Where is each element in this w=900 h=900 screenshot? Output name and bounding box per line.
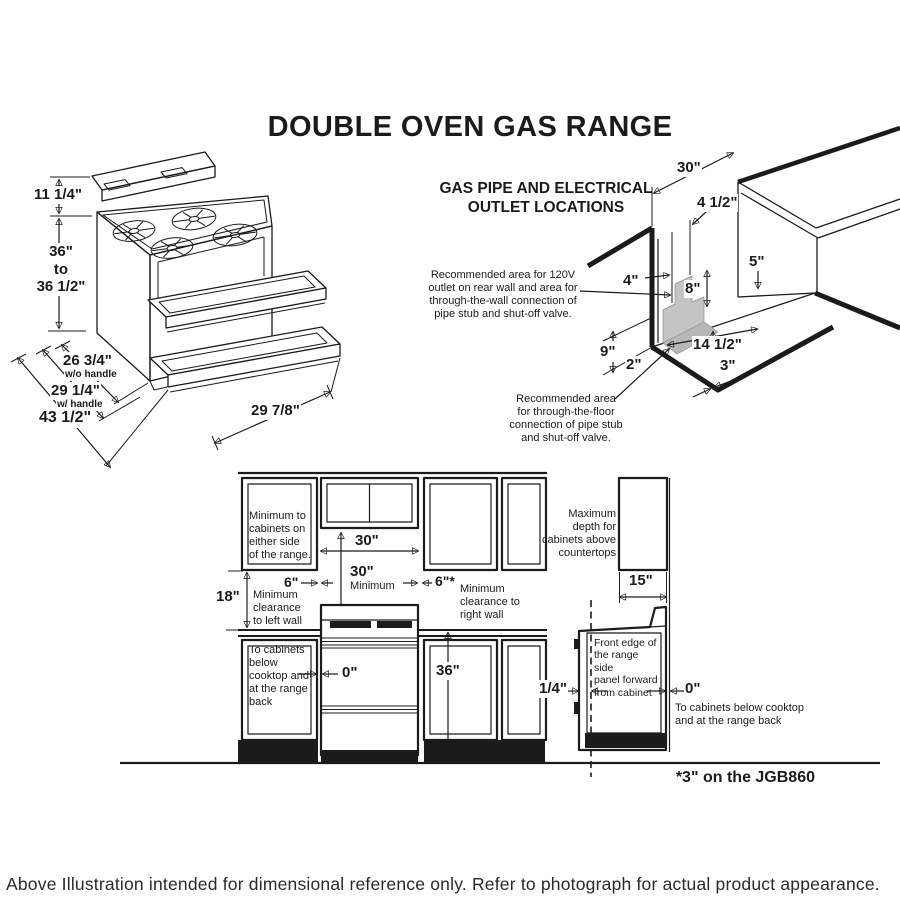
gas-diagram-title: GAS PIPE AND ELECTRICAL OUTLET LOCATIONS — [439, 180, 653, 217]
dim-right-gap: 5" — [748, 253, 766, 271]
side-elevation-drawing — [567, 476, 685, 777]
dim-door-width: 29 7/8" — [250, 402, 301, 420]
recommended-wall-area — [662, 275, 705, 344]
dim-cooktop-height: 36" to 36 1/2" — [26, 243, 96, 297]
range-front-view — [319, 603, 420, 757]
dim-depth-with-handle: 29 1/4" — [50, 382, 101, 400]
gas-outlet-note: Recommended area for 120V outlet on rear… — [428, 269, 578, 320]
fe-dim-min-width: 30" — [349, 563, 375, 581]
dim-backguard-height: 11 1/4" — [24, 186, 92, 204]
sv-note-front-edge: Front edge of the range side panel forwa… — [594, 637, 658, 699]
sv-note-below-back: To cabinets below cooktop and at the ran… — [675, 702, 805, 727]
front-elevation-drawing — [226, 471, 548, 763]
sv-dim-zero: 0" — [684, 680, 702, 698]
dim-outlet-offset: 4 1/2" — [696, 194, 739, 212]
fe-dim-right-clearance: 6"* — [434, 573, 456, 590]
page-title: DOUBLE OVEN GAS RANGE — [267, 111, 673, 143]
fe-note-either-side: Minimum to cabinets on either side of th… — [249, 510, 311, 561]
dim-floor-depth: 9" — [599, 343, 617, 361]
dim-outlet-left: 4" — [622, 272, 640, 290]
fe-dim-counter-height: 36" — [435, 662, 461, 680]
fe-note-below-cooktop: To cabinets below cooktop and at the ran… — [249, 644, 309, 708]
fe-note-right-wall: Minimum clearance to right wall — [460, 583, 520, 621]
fe-dim-min-width-note: Minimum — [349, 580, 396, 593]
fe-dim-wall-height: 18" — [215, 588, 241, 606]
dim-floor-right: 3" — [719, 357, 737, 375]
note-without-handle: w/o handle — [64, 369, 118, 381]
burner-grate — [112, 207, 258, 259]
dim-outlet-height: 8" — [684, 280, 702, 298]
sv-dim-front-edge: 1/4" — [538, 680, 568, 698]
fe-dim-left-clearance: 6" — [283, 574, 300, 591]
footnote: *3" on the JGB860 — [675, 769, 815, 786]
dim-floor-width: 14 1/2" — [692, 336, 743, 354]
gas-floor-note: Recommended area for through-the-floor c… — [509, 393, 623, 444]
dim-depth-door-open: 43 1/2" — [38, 409, 93, 428]
dim-depth-without-handle: 26 3/4" — [62, 352, 113, 370]
sv-note-max-depth: Maximum depth for cabinets above counter… — [542, 508, 616, 559]
dim-wall-width: 30" — [676, 159, 702, 177]
sv-dim-cabinet-depth: 15" — [628, 572, 654, 590]
fe-dim-cutout-width: 30" — [354, 532, 380, 550]
fe-dim-zero: 0" — [341, 664, 359, 682]
caption: Above Illustration intended for dimensio… — [6, 874, 880, 894]
gas-pipe-drawing — [579, 125, 900, 400]
fe-note-left-wall: Minimum clearance to left wall — [253, 589, 302, 627]
dim-floor-offset: 2" — [625, 356, 643, 374]
range-isometric-drawing — [10, 151, 341, 467]
